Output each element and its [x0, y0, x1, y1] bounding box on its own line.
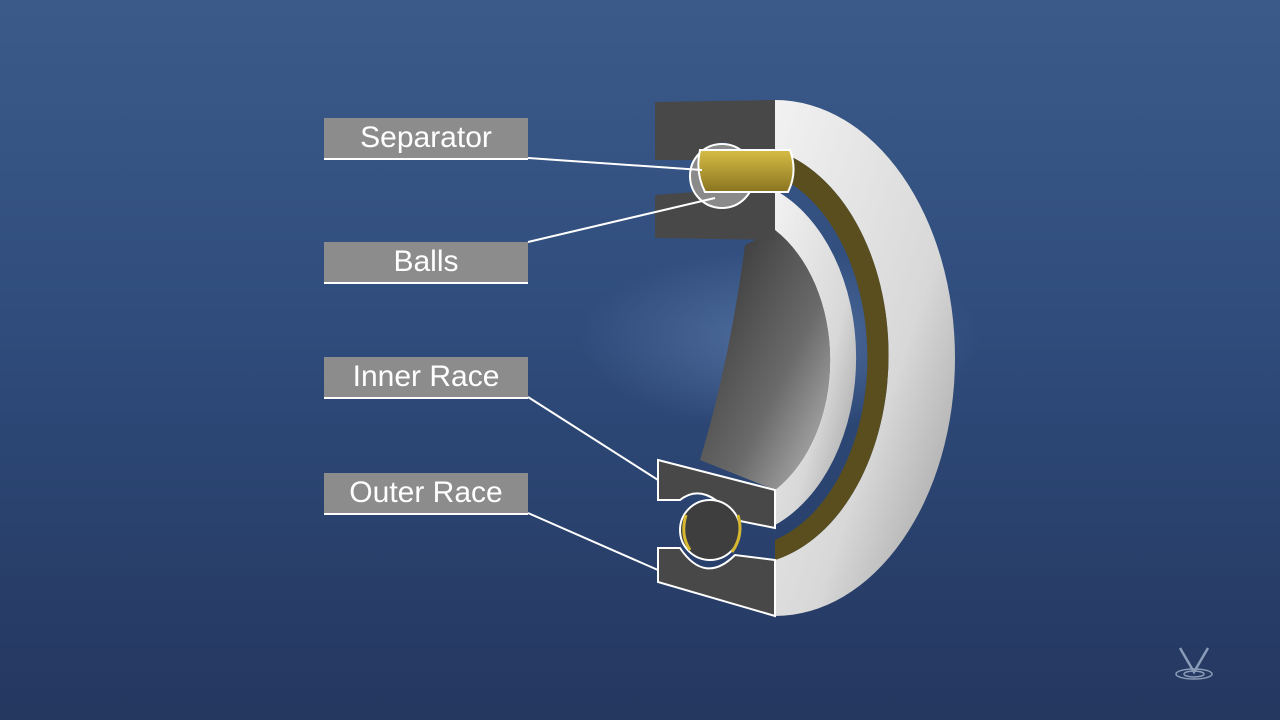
outer-race-section-top	[655, 100, 775, 160]
inner-ring	[775, 190, 857, 525]
outer-race-leader-line	[527, 512, 659, 571]
inner-race-label: Inner Race	[324, 357, 528, 399]
separator-leader-line	[527, 157, 703, 171]
logo-icon	[1175, 647, 1213, 680]
balls-label: Balls	[324, 242, 528, 284]
inner-race-section-top	[655, 190, 775, 240]
balls-leader-line	[527, 197, 716, 243]
separator-band	[775, 150, 889, 560]
outer-race-section-bottom	[657, 547, 776, 618]
separator-bottom	[682, 514, 742, 553]
outer-race-label: Outer Race	[324, 473, 528, 515]
inner-race-section-bottom	[657, 458, 776, 530]
inner-bore	[700, 230, 831, 490]
outer-ring	[775, 100, 955, 616]
inner-race-leader-line	[527, 396, 659, 481]
separator-label: Separator	[324, 118, 528, 160]
separator-top	[697, 149, 795, 193]
